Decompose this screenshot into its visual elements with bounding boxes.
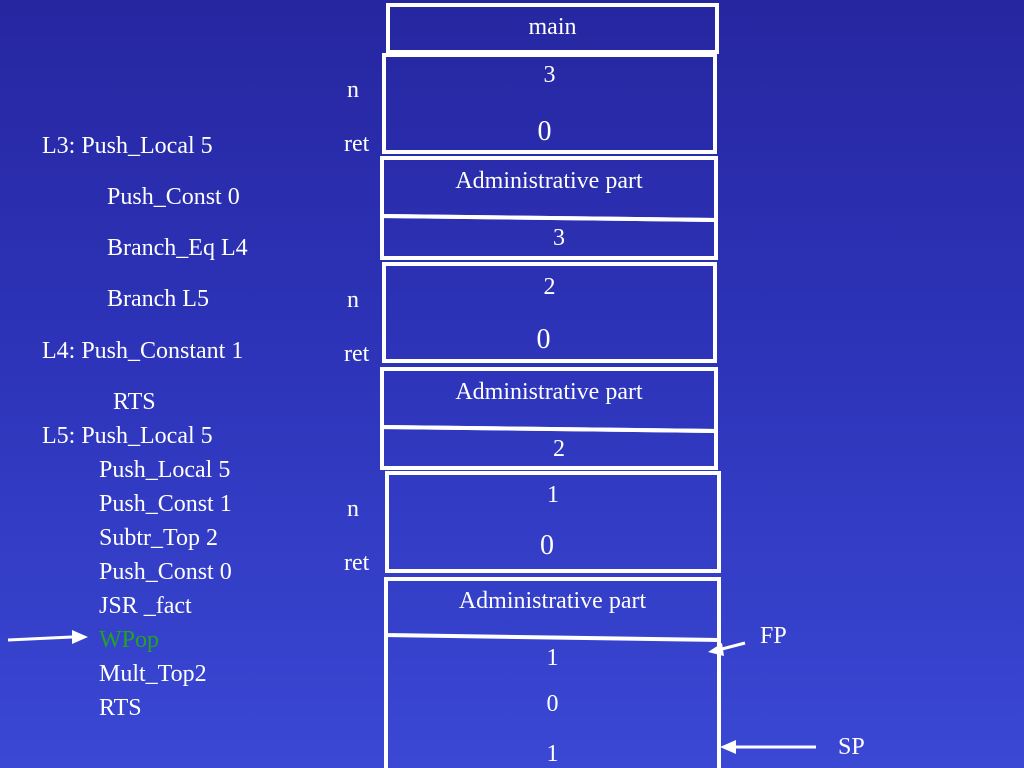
code-line: L4: Push_Constant 1 [42, 338, 244, 364]
pc-arrow-icon [7, 630, 88, 644]
code-line-current: WPop [99, 627, 159, 653]
code-line: Mult_Top2 [99, 661, 207, 687]
code-line: JSR _fact [99, 593, 192, 619]
code-line: Branch L5 [107, 286, 209, 312]
frame2-ret-value: 0 [536, 324, 551, 355]
top-value: 0 [546, 691, 559, 717]
frame1-n-value: 3 [543, 62, 556, 88]
frame3-admin-label: Administrative part [458, 588, 647, 614]
frame3-n-value: 1 [547, 482, 559, 508]
frame2-param-box [380, 424, 718, 470]
ret-label: ret [344, 341, 370, 367]
code-line: Subtr_Top 2 [99, 525, 218, 551]
frame3-ret-value: 0 [540, 530, 554, 561]
frame2-admin-label: Administrative part [455, 379, 643, 405]
main-box [386, 3, 719, 54]
frame2-param-value: 2 [553, 436, 565, 462]
frame2-n-value: 2 [543, 274, 556, 300]
frame1-locals-box [382, 53, 717, 154]
frame1-ret-value: 0 [537, 116, 552, 147]
code-line: Push_Local 5 [99, 457, 231, 483]
top-value: 1 [546, 741, 559, 767]
top-value: 1 [546, 645, 559, 671]
code-line: L3: Push_Local 5 [42, 133, 213, 159]
frame1-param-value: 3 [553, 225, 565, 251]
frame1-admin-label: Administrative part [455, 168, 643, 194]
code-line: Push_Const 0 [107, 184, 240, 210]
main-label: main [528, 14, 577, 40]
fp-label: FP [760, 623, 787, 649]
frame3-top-box [384, 635, 721, 768]
frame3-locals-box [385, 471, 721, 573]
code-line: RTS [113, 389, 156, 415]
code-line: RTS [99, 695, 142, 721]
code-line: Push_Const 0 [99, 559, 232, 585]
code-line: Push_Const 1 [99, 491, 232, 517]
n-label: n [347, 77, 359, 103]
frame2-locals-box [382, 262, 717, 363]
code-line: L5: Push_Local 5 [42, 423, 213, 449]
ret-label: ret [344, 131, 370, 157]
sp-label: SP [838, 734, 865, 760]
n-label: n [347, 496, 359, 522]
ret-label: ret [344, 550, 370, 576]
sp-arrow-icon [720, 740, 816, 754]
frame1-param-box [380, 213, 718, 260]
n-label: n [347, 287, 359, 313]
fp-arrow-icon [708, 641, 746, 656]
code-line: Branch_Eq L4 [107, 235, 248, 261]
